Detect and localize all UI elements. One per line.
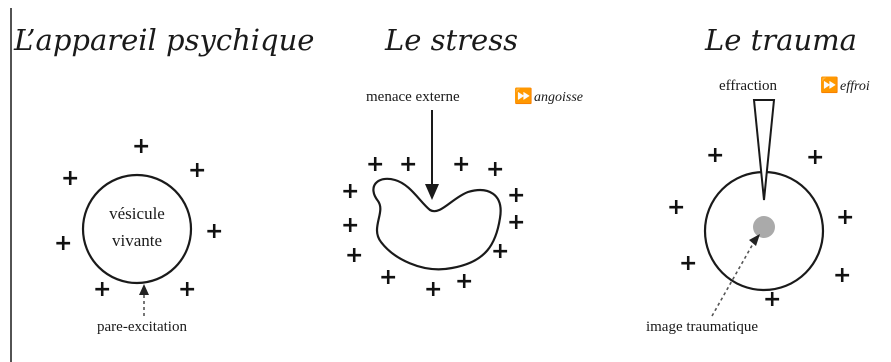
- plus-mark: +: [366, 152, 384, 177]
- plus-mark: +: [806, 145, 824, 170]
- plus-mark: +: [706, 143, 724, 168]
- menace-arrow-head: [425, 184, 439, 200]
- plus-mark: +: [205, 219, 223, 244]
- plus-mark: +: [667, 195, 685, 220]
- panel-trauma: Le trauma effraction ⏩ effroi + + + + + …: [646, 23, 870, 335]
- plus-mark: +: [507, 210, 525, 235]
- plus-marks-trauma: + + + + + + +: [667, 143, 854, 312]
- plus-mark: +: [486, 157, 504, 182]
- plus-mark: +: [61, 166, 79, 191]
- plus-marks-stress: + + + + + + + + + + + + +: [341, 152, 525, 302]
- plus-mark: +: [452, 152, 470, 177]
- plus-mark: +: [178, 277, 196, 302]
- plus-mark: +: [132, 134, 150, 159]
- double-arrow-trauma: ⏩: [820, 76, 839, 94]
- plus-mark: +: [399, 152, 417, 177]
- plus-mark: +: [341, 179, 359, 204]
- plus-mark: +: [833, 263, 851, 288]
- panel-title-trauma: Le trauma: [704, 23, 857, 57]
- pare-excitation-label: pare-excitation: [97, 319, 187, 335]
- vesicle-label-line1: vésicule: [109, 204, 165, 223]
- angoisse-label: angoisse: [534, 90, 583, 105]
- image-traumatique-label: image traumatique: [646, 319, 758, 335]
- plus-mark: +: [345, 243, 363, 268]
- plus-mark: +: [188, 158, 206, 183]
- plus-mark: +: [491, 239, 509, 264]
- vesicle-circle: [81, 173, 193, 285]
- plus-mark: +: [455, 269, 473, 294]
- plus-mark: +: [379, 265, 397, 290]
- plus-mark: +: [836, 205, 854, 230]
- plus-mark: +: [93, 277, 111, 302]
- panel-appareil-psychique: L’appareil psychique vésicule vivante + …: [13, 23, 314, 335]
- menace-externe-label: menace externe: [366, 89, 460, 105]
- panel-title-stress: Le stress: [384, 23, 518, 57]
- traumatic-image-dot: [753, 216, 775, 238]
- vesicle-label-line2: vivante: [112, 231, 162, 250]
- image-traumatique-arrow-head: [749, 234, 760, 246]
- pare-excitation-arrow-head: [139, 284, 149, 295]
- plus-mark: +: [763, 287, 781, 312]
- image-traumatique-arrow-shaft: [711, 241, 755, 317]
- panel-stress: Le stress menace externe ⏩ angoisse + + …: [341, 23, 583, 302]
- plus-mark: +: [679, 251, 697, 276]
- double-arrow-stress: ⏩: [514, 87, 533, 105]
- effroi-label: effroi: [840, 79, 870, 94]
- plus-mark: +: [507, 183, 525, 208]
- plus-marks-appareil: + + + + + + +: [54, 134, 223, 302]
- panel-title-appareil: L’appareil psychique: [13, 23, 314, 57]
- effraction-label: effraction: [719, 78, 778, 94]
- plus-mark: +: [341, 213, 359, 238]
- kidney-shape: [372, 177, 502, 271]
- plus-mark: +: [54, 231, 72, 256]
- effraction-wedge: [752, 99, 776, 201]
- plus-mark: +: [424, 277, 442, 302]
